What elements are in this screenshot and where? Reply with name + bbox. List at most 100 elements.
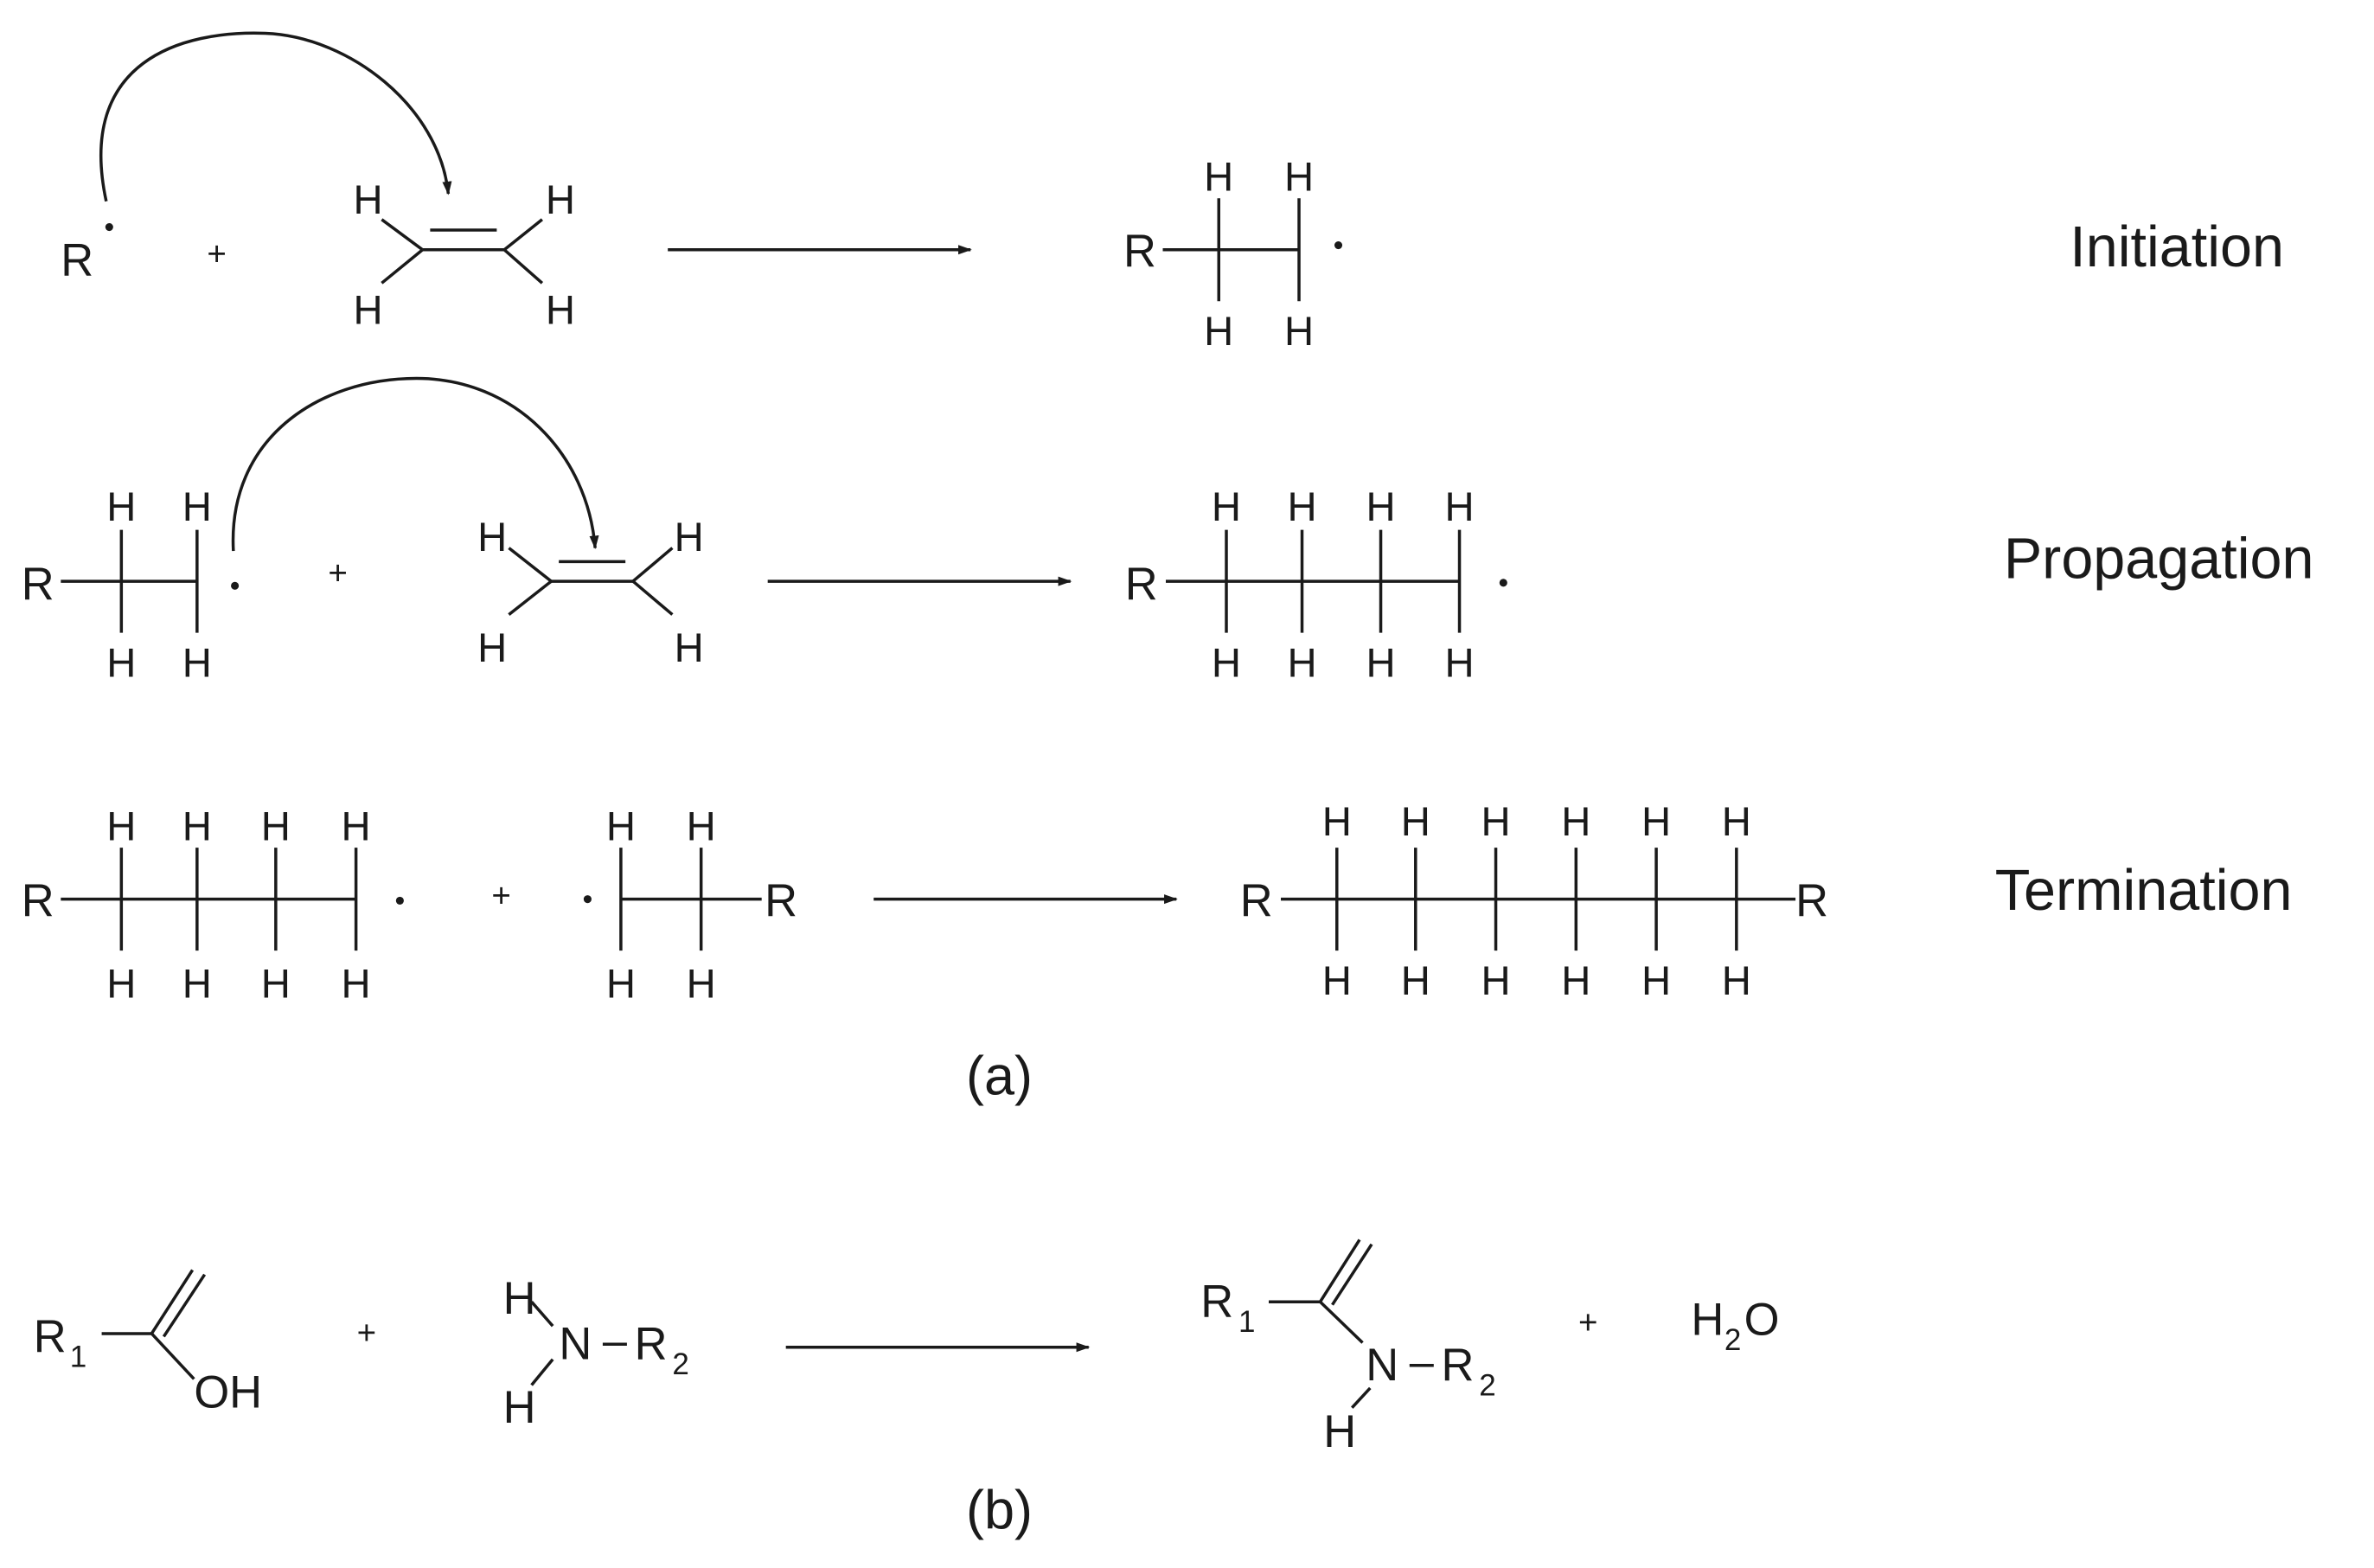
ethylene-molecule: H H H H [354, 177, 575, 334]
svg-text:N: N [559, 1319, 592, 1370]
propagation-reactant-radical: R H H H H [22, 484, 240, 686]
svg-text:H: H [1444, 484, 1474, 530]
svg-text:2: 2 [672, 1347, 688, 1381]
svg-text:H: H [1722, 799, 1751, 845]
svg-text:H: H [342, 961, 371, 1007]
svg-text:H: H [675, 625, 704, 671]
svg-text:R: R [1795, 875, 1828, 926]
svg-text:H: H [606, 961, 636, 1007]
svg-text:H: H [1284, 155, 1314, 201]
svg-text:H: H [503, 1382, 536, 1433]
ethylene-molecule: H H H H [477, 515, 704, 671]
initiation-product: R H H H H [1123, 155, 1343, 355]
svg-text:H: H [1323, 1406, 1356, 1457]
svg-text:R: R [1442, 1340, 1475, 1391]
svg-text:R: R [22, 875, 54, 926]
water-product: H 2 O [1691, 1295, 1779, 1358]
svg-text:H: H [1212, 640, 1241, 686]
radical-dot [105, 222, 113, 232]
svg-text:H: H [1722, 958, 1751, 1004]
svg-text:H: H [261, 961, 291, 1007]
svg-text:H: H [1287, 484, 1316, 530]
svg-text:N: N [1366, 1340, 1398, 1391]
enamine-product: R 1 N R 2 H [1200, 1238, 1496, 1457]
svg-text:H: H [1366, 484, 1395, 530]
svg-text:H: H [1212, 484, 1241, 530]
svg-text:H: H [106, 803, 136, 849]
svg-text:2: 2 [1725, 1323, 1741, 1357]
svg-text:R: R [1240, 875, 1273, 926]
plus-sign: + [328, 555, 347, 592]
panel-b-reaction: R 1 OH + H H N R 2 [34, 1238, 1779, 1457]
svg-text:H: H [503, 1273, 536, 1324]
svg-text:H: H [1401, 958, 1430, 1004]
plus-sign: + [357, 1315, 376, 1352]
svg-text:H: H [106, 961, 136, 1007]
svg-text:R: R [22, 559, 54, 610]
svg-text:H: H [1641, 958, 1671, 1004]
svg-text:1: 1 [70, 1340, 86, 1373]
plus-sign: + [207, 235, 226, 272]
svg-text:H: H [106, 640, 136, 686]
svg-text:H: H [1204, 309, 1233, 355]
svg-text:O: O [1744, 1295, 1780, 1346]
svg-text:H: H [546, 288, 575, 334]
plus-sign: + [491, 877, 510, 914]
panel-b-caption: (b) [966, 1481, 1033, 1541]
initiation-r-radical: R [61, 235, 93, 286]
svg-text:R: R [1200, 1277, 1233, 1328]
svg-text:H: H [1561, 958, 1590, 1004]
enol-reactant: R 1 OH [34, 1269, 262, 1418]
svg-text:H: H [1204, 155, 1233, 201]
svg-text:OH: OH [194, 1367, 262, 1418]
termination-label: Termination [1995, 859, 2293, 923]
svg-text:H: H [1287, 640, 1316, 686]
termination-reactant-b: H H H H R [583, 803, 797, 1007]
svg-text:H: H [106, 484, 136, 530]
svg-text:H: H [1444, 640, 1474, 686]
svg-text:H: H [1561, 799, 1590, 845]
svg-text:H: H [182, 803, 212, 849]
svg-text:R: R [1125, 559, 1158, 610]
svg-text:H: H [261, 803, 291, 849]
svg-text:R: R [765, 875, 797, 926]
amine-reactant: H H N R 2 [503, 1273, 689, 1433]
svg-text:R: R [635, 1319, 668, 1370]
propagation-label: Propagation [2004, 528, 2314, 592]
panel-a-caption: (a) [966, 1046, 1033, 1106]
svg-text:R: R [34, 1311, 67, 1362]
svg-text:H: H [1322, 958, 1352, 1004]
termination-product: R H H H H H H H H H H H H R [1240, 799, 1828, 1004]
initiation-label: Initiation [2070, 215, 2284, 279]
svg-text:H: H [1322, 799, 1352, 845]
propagation-row: R H H H H + H H [22, 376, 2314, 686]
svg-text:H: H [687, 961, 716, 1007]
termination-reactant-a: R H H H H H H H H [22, 803, 404, 1007]
svg-text:H: H [354, 288, 383, 334]
svg-text:H: H [1401, 799, 1430, 845]
svg-text:H: H [606, 803, 636, 849]
svg-text:H: H [546, 177, 575, 223]
initiation-row: R + H H H H R [61, 31, 2284, 355]
svg-text:H: H [1481, 958, 1510, 1004]
svg-text:H: H [182, 640, 212, 686]
svg-text:1: 1 [1238, 1305, 1255, 1339]
svg-text:H: H [477, 515, 507, 560]
svg-text:H: H [1481, 799, 1510, 845]
propagation-product: R H H H H H H H H [1125, 484, 1507, 686]
svg-text:H: H [354, 177, 383, 223]
propagation-curved-arrow [231, 376, 599, 552]
svg-text:H: H [687, 803, 716, 849]
termination-row: R H H H H H H H H + [22, 799, 2293, 1007]
svg-text:H: H [477, 625, 507, 671]
svg-text:H: H [342, 803, 371, 849]
initiation-curved-arrow [99, 31, 452, 202]
svg-text:H: H [182, 961, 212, 1007]
plus-sign: + [1578, 1304, 1597, 1341]
svg-text:H: H [182, 484, 212, 530]
svg-text:H: H [1641, 799, 1671, 845]
svg-text:H: H [1284, 309, 1314, 355]
svg-text:H: H [1366, 640, 1395, 686]
